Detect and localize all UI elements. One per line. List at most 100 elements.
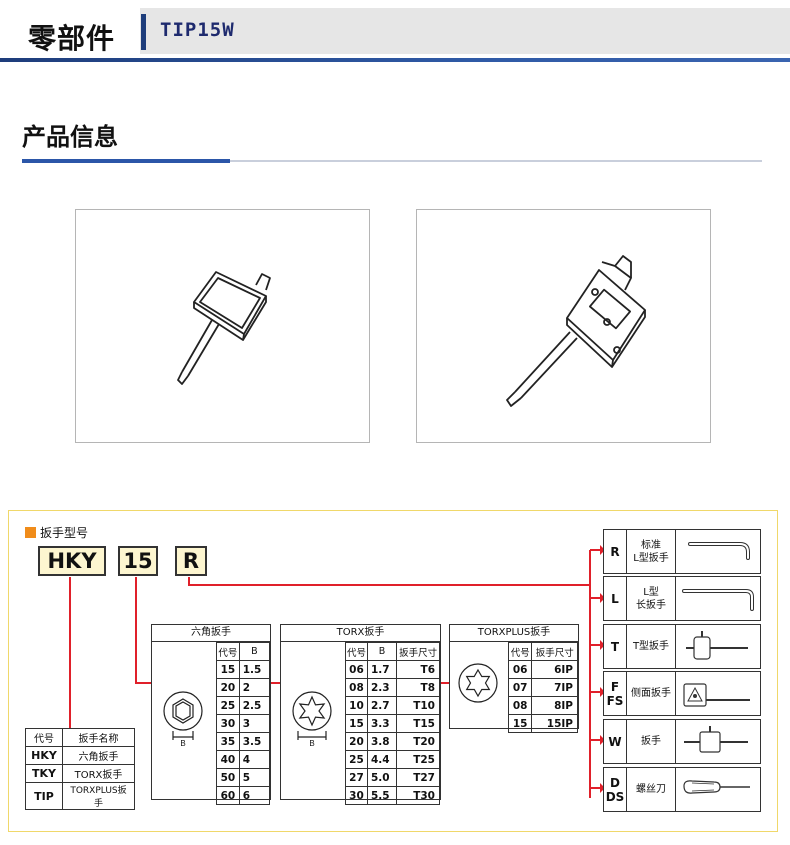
table-cell: 3.8 — [366, 732, 398, 751]
table-cell: T20 — [396, 732, 440, 751]
table-cell: T6 — [396, 660, 440, 679]
section-title: 产品信息 — [22, 123, 118, 151]
type-code-primary: R — [610, 544, 620, 559]
torx-socket-icon: B — [292, 691, 332, 747]
table-cell: 1.5 — [238, 660, 271, 679]
table-header: B — [238, 642, 271, 661]
section-underline — [230, 160, 762, 162]
table-cell: 2 — [238, 678, 271, 697]
table-cell: 3.5 — [238, 732, 271, 751]
table-header: B — [366, 642, 398, 661]
type-code-primary: W — [608, 734, 622, 749]
table-cell: 5 — [238, 768, 271, 787]
table-cell: 08 — [345, 678, 368, 697]
table-cell: 30 — [345, 786, 368, 805]
type-row-l: L L型长扳手 — [603, 576, 761, 621]
table-cell: 25 — [345, 750, 368, 769]
type-name: T型扳手 — [627, 625, 676, 668]
code-cell: TIP — [25, 782, 63, 810]
header-category-bg — [0, 8, 140, 54]
table-cell: 2.3 — [366, 678, 398, 697]
hex-panel-title: 六角扳手 — [152, 625, 270, 642]
torxplus-socket-icon — [458, 663, 498, 703]
type-row-t: T T型扳手 — [603, 624, 761, 669]
torx-panel-title: TORX扳手 — [281, 625, 440, 642]
header-divider — [141, 14, 146, 50]
type-code-secondary: DS — [605, 789, 625, 804]
product-photo-t-wrench — [75, 209, 370, 443]
type-name: 扳手 — [627, 720, 676, 763]
code-box-type: HKY — [38, 546, 106, 576]
hex-socket-icon: B — [163, 691, 203, 747]
type-name-line1: 螺丝刀 — [636, 784, 666, 795]
type-illustration — [676, 720, 760, 763]
type-name-line1: L型 — [643, 586, 659, 598]
type-code: T — [604, 625, 627, 668]
type-name: 侧面扳手 — [627, 672, 676, 715]
table-cell: 3.3 — [366, 714, 398, 733]
table-cell: 07 — [507, 678, 533, 697]
type-illustration — [676, 672, 760, 715]
table-header: 扳手尺寸 — [396, 642, 440, 661]
table-cell: T10 — [396, 696, 440, 715]
code-box-style: R — [175, 546, 207, 576]
type-code-primary: L — [611, 591, 619, 606]
table-cell: 4.4 — [366, 750, 398, 769]
table-cell: 60 — [216, 786, 240, 805]
type-code: R — [604, 530, 627, 573]
table-header: 代号 — [507, 642, 533, 661]
type-illustration — [676, 625, 760, 668]
type-code-primary: D — [610, 775, 620, 790]
table-row: HKY 六角扳手 — [25, 746, 135, 765]
table-cell: 06 — [507, 660, 533, 679]
type-row-w: W 扳手 — [603, 719, 761, 764]
type-code-secondary: FS — [606, 693, 624, 708]
table-cell: 25 — [216, 696, 240, 715]
table-cell: 40 — [216, 750, 240, 769]
table-cell: 15 — [216, 660, 240, 679]
table-cell: 15 — [345, 714, 368, 733]
type-illustration — [676, 530, 760, 573]
long-l-wrench-icon — [682, 588, 754, 611]
table-cell: 20 — [345, 732, 368, 751]
product-photo-flag-wrench — [416, 209, 711, 443]
table-cell: 1.7 — [366, 660, 398, 679]
type-name: L型长扳手 — [627, 577, 676, 620]
table-cell: 7IP — [531, 678, 578, 697]
name-cell: TORX扳手 — [62, 764, 135, 783]
table-header: 代号 — [345, 642, 368, 661]
table-cell: T8 — [396, 678, 440, 697]
table-cell: T25 — [396, 750, 440, 769]
table-row: TIP TORXPLUS扳手 — [25, 782, 135, 810]
table-cell: 06 — [345, 660, 368, 679]
l-wrench-icon — [688, 541, 750, 560]
diagram-heading: 扳手型号 — [40, 526, 89, 540]
side-wrench-icon — [683, 682, 750, 707]
header-model: TIP15W — [160, 19, 235, 41]
type-name-line1: 标准 — [641, 539, 661, 551]
table-cell: 5.5 — [366, 786, 398, 805]
table-cell: 4 — [238, 750, 271, 769]
type-code-primary: T — [610, 639, 620, 654]
type-name-line1: 扳手 — [641, 736, 661, 747]
type-name-line2: L型扳手 — [633, 552, 669, 564]
torxplus-panel-title: TORXPLUS扳手 — [450, 625, 578, 642]
